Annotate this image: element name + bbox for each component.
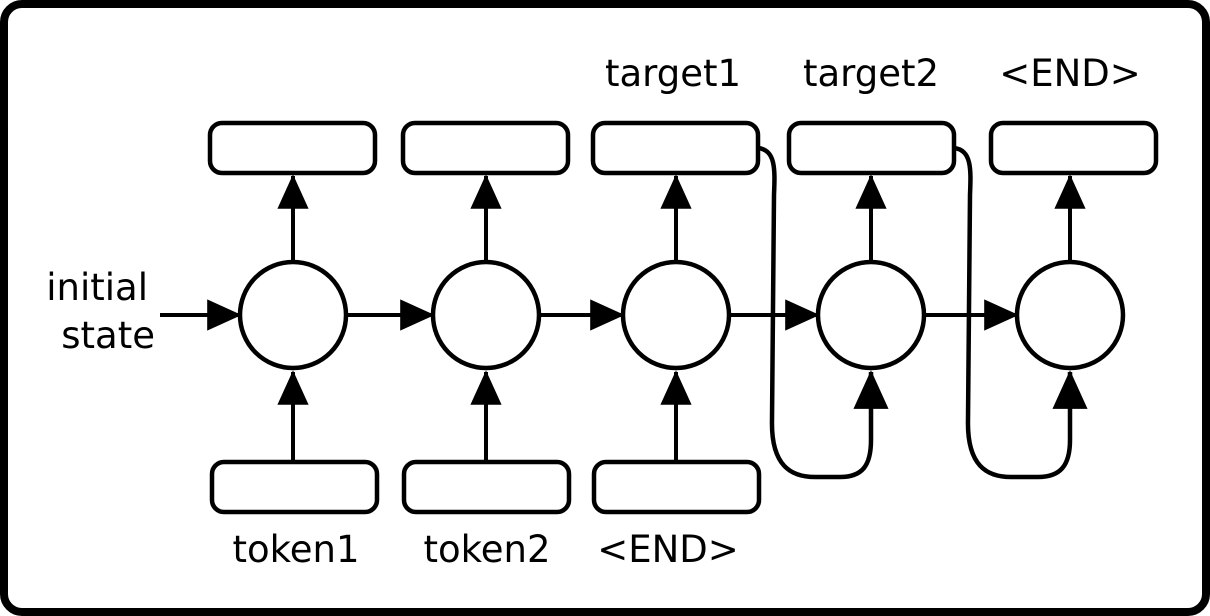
input-box-2[interactable] (591, 459, 762, 515)
input-label-end: <END> (597, 528, 739, 571)
recurrent-cell-3[interactable] (815, 259, 927, 371)
recurrent-cell-4[interactable] (1014, 259, 1126, 371)
output-box-4[interactable] (988, 120, 1159, 176)
output-box-2[interactable] (590, 120, 761, 176)
initial-state-label-line1: initial (46, 266, 148, 309)
feedback-loop-3-4 (953, 145, 1088, 480)
output-arrows-group (277, 174, 1086, 262)
output-box-3[interactable] (786, 120, 957, 176)
recurrent-cell-0[interactable] (237, 259, 349, 371)
initial-state-label-line2: state (61, 314, 155, 357)
output-label-target1: target1 (605, 52, 741, 95)
input-box-0[interactable] (209, 459, 380, 515)
recurrent-cell-2[interactable] (620, 259, 732, 371)
input-arrows-group (277, 370, 692, 460)
output-boxes-group (207, 120, 1159, 176)
feedback-loop-2-3 (757, 145, 889, 480)
feedback-loops-group (757, 145, 1088, 480)
input-box-1[interactable] (401, 459, 572, 515)
recurrent-cell-1[interactable] (430, 259, 542, 371)
labels-group: initial state target1 target2 <END> toke… (46, 52, 1141, 571)
input-boxes-group (209, 459, 762, 515)
output-box-1[interactable] (400, 120, 571, 176)
output-box-0[interactable] (207, 120, 378, 176)
output-label-end: <END> (999, 52, 1141, 95)
output-label-target2: target2 (803, 52, 939, 95)
input-label-token2: token2 (423, 528, 550, 571)
input-label-token1: token1 (232, 528, 359, 571)
